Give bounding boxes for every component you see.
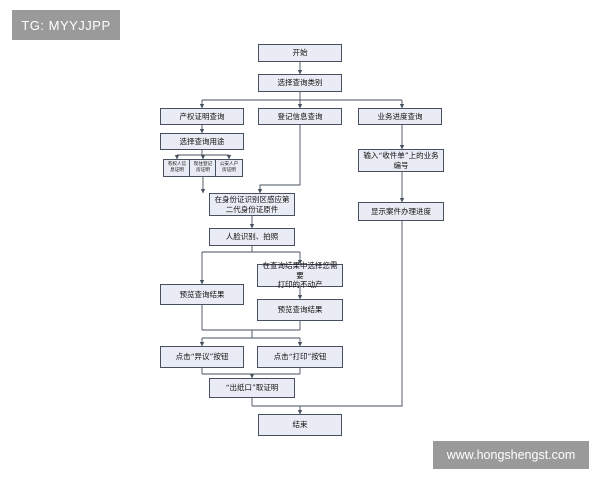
bottom-right-watermark: www.hongshengst.com [433, 441, 589, 469]
purpose-option-3: 公安人户 房证明 [215, 159, 243, 177]
show-progress-node: 显示案件办理进度 [358, 202, 444, 221]
end-node: 结束 [258, 414, 342, 436]
property-cert-node: 产权证明查询 [160, 108, 244, 125]
objection-button-node: 点击“异议”按钮 [160, 346, 244, 368]
print-button-node: 点击“打印”按钮 [257, 346, 343, 368]
input-receipt-node: 输入“收件单”上的业务 编号 [358, 149, 444, 172]
collect-node: “出纸口”取证明 [209, 378, 295, 398]
registry-info-node: 登记信息查询 [258, 108, 342, 125]
preview-right-node: 预览查询结果 [257, 299, 343, 321]
select-purpose-node: 选择查询用途 [160, 133, 244, 150]
top-left-watermark: TG: MYYJJPP [12, 10, 120, 40]
purpose-option-1: 有权人信 息证明 [163, 159, 191, 177]
start-node: 开始 [258, 44, 342, 62]
select-property-node: 在查询结果中选择您需要 打印的不动产 [257, 261, 343, 289]
face-photo-node: 人脸识别、拍照 [209, 228, 295, 246]
preview-left-node: 预览查询结果 [160, 284, 244, 305]
id-reader-node: 在身份证识别区感应第 二代身份证原件 [209, 193, 295, 216]
purpose-option-2: 现住登记 房证明 [189, 159, 217, 177]
business-progress-node: 业务进度查询 [358, 108, 442, 125]
select-type-node: 选择查询类别 [258, 74, 342, 92]
